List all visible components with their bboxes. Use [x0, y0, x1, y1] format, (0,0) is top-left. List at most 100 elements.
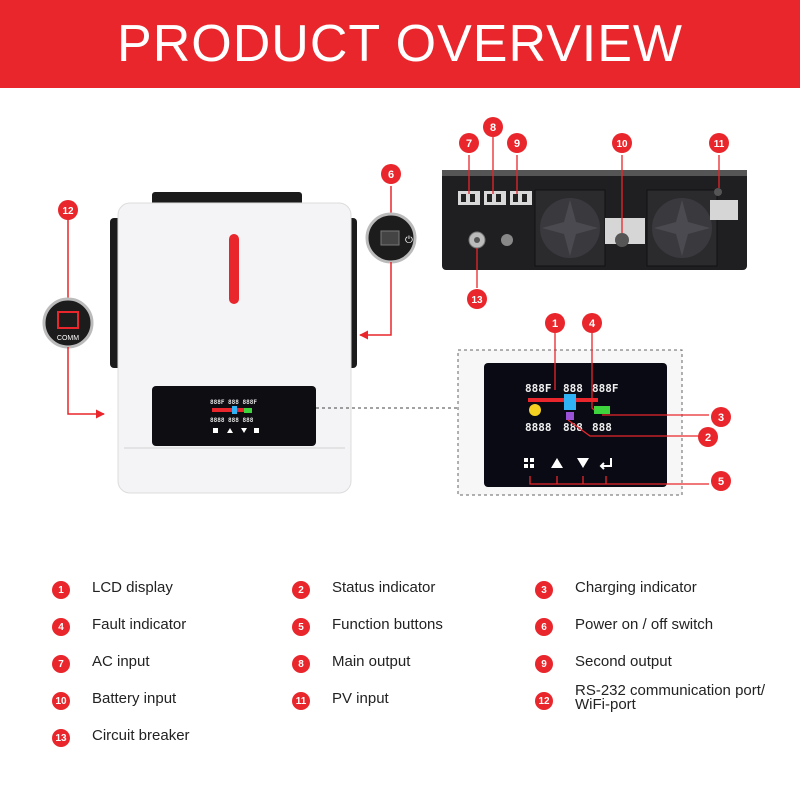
legend-label: PV input — [332, 690, 389, 707]
svg-text:8: 8 — [490, 122, 496, 134]
bottom-panel-edge — [442, 170, 747, 176]
callout-badges: 7 8 9 10 11 13 — [58, 117, 731, 491]
svg-text:8888 888 888: 8888 888 888 — [210, 417, 254, 424]
legend-item-5: 5 Function buttons — [292, 617, 443, 636]
legend-label: AC input — [92, 653, 150, 670]
legend-badge: 3 — [535, 581, 553, 599]
legend-item-2: 2 Status indicator — [292, 580, 435, 599]
seg-bottom-right: 888 — [592, 421, 612, 434]
inverter-bottom-view — [442, 170, 747, 270]
legend-item-6: 6 Power on / off switch — [535, 617, 713, 636]
legend-label: LCD display — [92, 579, 173, 596]
page-title: PRODUCT OVERVIEW — [117, 15, 683, 73]
legend-item-10: 10 Battery input — [52, 691, 176, 710]
legend-label: Fault indicator — [92, 616, 187, 633]
legend-badge: 1 — [52, 581, 70, 599]
legend-badge: 7 — [52, 655, 70, 673]
legend-badge: 5 — [292, 618, 310, 636]
battery-port-hole — [615, 233, 629, 247]
charging-icon — [594, 406, 610, 414]
svg-text:4: 4 — [589, 318, 596, 330]
legend-item-1: 1 LCD display — [52, 580, 173, 599]
legend-item-11: 11 PV input — [292, 691, 389, 710]
legend-item-9: 9 Second output — [535, 654, 672, 673]
legend-item-13: 13 Circuit breaker — [52, 728, 190, 747]
legend-badge: 11 — [292, 692, 310, 710]
comm-label: COMM — [57, 335, 79, 342]
seg-top-mid: 888 — [563, 382, 583, 395]
callout-leaders — [468, 137, 720, 485]
pv-port-hole — [714, 188, 722, 196]
legend-badge: 6 — [535, 618, 553, 636]
callout-badge-3: 3 — [711, 407, 731, 427]
enter-button-icon — [599, 458, 612, 470]
power-switch-callout: ⏻ — [359, 186, 417, 340]
svg-text:1: 1 — [552, 318, 558, 330]
down-button-icon — [577, 458, 589, 468]
diagram-svg: 888F 888 888F 8888 888 888 COMM — [42, 117, 747, 496]
svg-text:888F 888 888F: 888F 888 888F — [210, 399, 257, 406]
svg-text:7: 7 — [466, 138, 472, 150]
legend-badge: 4 — [52, 618, 70, 636]
cooling-fan-right — [646, 189, 718, 267]
legend-badge: 8 — [292, 655, 310, 673]
seg-top-right: 888F — [592, 382, 619, 395]
legend: 1 LCD display 2 Status indicator 3 Charg… — [0, 560, 800, 800]
svg-text:3: 3 — [718, 412, 724, 424]
legend-item-4: 4 Fault indicator — [52, 617, 186, 636]
svg-text:2: 2 — [705, 432, 711, 444]
front-lcd-panel — [152, 386, 316, 446]
legend-label: Main output — [332, 653, 411, 670]
legend-badge: 10 — [52, 692, 70, 710]
legend-label: Power on / off switch — [575, 616, 714, 633]
callout-badge-4: 4 — [582, 313, 602, 333]
legend-label: Status indicator — [332, 579, 436, 596]
svg-text:11: 11 — [714, 139, 725, 150]
legend-badge: 2 — [292, 581, 310, 599]
callout-badge-9: 9 — [507, 133, 527, 153]
legend-label: Function buttons — [332, 616, 443, 633]
svg-text:12: 12 — [62, 206, 74, 217]
svg-text:10: 10 — [616, 139, 628, 150]
callout-badge-13: 13 — [467, 289, 487, 309]
legend-label: Battery input — [92, 690, 177, 707]
rocker-switch-icon — [380, 230, 400, 246]
status-light-bar — [229, 234, 239, 304]
menu-button-icon — [524, 458, 534, 468]
terminal-blocks — [458, 191, 532, 205]
legend-item-3: 3 Charging indicator — [535, 580, 697, 599]
legend-item-12: 12 RS-232 communication port/ WiFi-port — [535, 683, 800, 712]
title-banner: PRODUCT OVERVIEW — [0, 0, 800, 88]
pv-terminal — [710, 200, 738, 220]
zoom-function-buttons — [524, 458, 612, 470]
legend-item-7: 7 AC input — [52, 654, 150, 673]
callout-badge-6: 6 — [381, 164, 401, 184]
comm-port-callout: COMM — [42, 219, 105, 419]
inverter-front-view: 888F 888 888F 8888 888 888 — [110, 192, 458, 494]
svg-text:6: 6 — [388, 169, 394, 181]
legend-label: Second output — [575, 653, 672, 670]
seg-bottom-mid: 888 — [563, 421, 583, 434]
diagram-area: 888F 888 888F 8888 888 888 COMM — [0, 88, 800, 560]
front-lcd-content: 888F 888 888F 8888 888 888 — [210, 399, 259, 433]
callout-badge-8: 8 — [483, 117, 503, 137]
callout-badge-11: 11 — [709, 133, 729, 153]
ground-screw — [501, 234, 513, 246]
seg-top-left: 888F — [525, 382, 552, 395]
inverter-icon — [564, 394, 576, 410]
energy-flow-bar — [528, 398, 598, 402]
callout-badge-7: 7 — [459, 133, 479, 153]
callout-badge-2: 2 — [698, 427, 718, 447]
callout-badge-10: 10 — [612, 133, 632, 153]
seg-bottom-left: 8888 — [525, 421, 552, 434]
lcd-zoom-box: 888F 888 888F 8888 888 888 — [457, 349, 683, 496]
legend-badge: 13 — [52, 729, 70, 747]
svg-text:5: 5 — [718, 476, 724, 488]
legend-badge: 9 — [535, 655, 553, 673]
svg-text:9: 9 — [514, 138, 520, 150]
svg-text:13: 13 — [471, 295, 483, 306]
status-icon — [566, 412, 574, 420]
callout-badge-12: 12 — [58, 200, 78, 220]
up-button-icon — [551, 458, 563, 468]
cooling-fan-left — [534, 189, 606, 267]
